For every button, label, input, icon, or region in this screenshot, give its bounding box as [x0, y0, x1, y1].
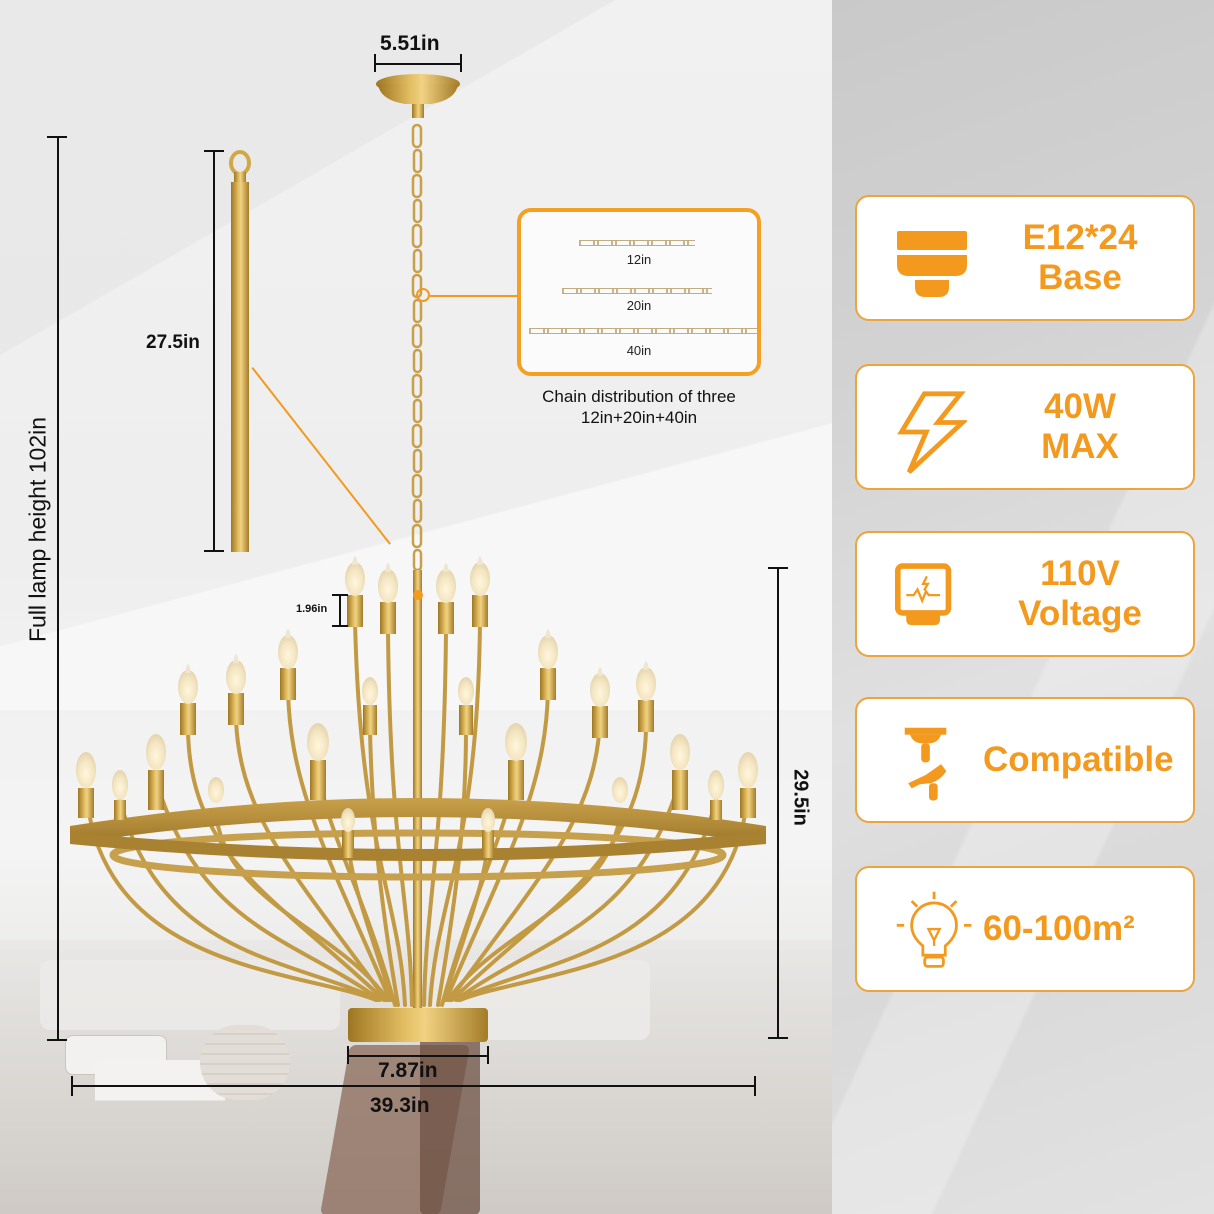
ottoman	[200, 1025, 290, 1100]
body-height-label: 29.5in	[789, 769, 812, 826]
full-height-label: Full lamp height 102in	[24, 416, 51, 643]
chandelier-illustration	[70, 74, 766, 1042]
feature-coverage-line1: 60-100m²	[983, 909, 1135, 948]
lightning-bolt-icon	[897, 391, 967, 474]
light-bulb-area-icon	[896, 891, 972, 968]
rod-length-tick-top	[204, 150, 224, 152]
feature-text-wattage: 40W MAX	[977, 366, 1183, 488]
feature-card-coverage: 60-100m²	[855, 866, 1195, 992]
chain-12in-image	[579, 240, 695, 246]
full-height-tick-top	[47, 136, 67, 138]
bottom-width-tick-left	[347, 1046, 349, 1064]
chain-info-box: 12in 20in 40in	[517, 208, 761, 376]
rod-length-tick-bottom	[204, 550, 224, 552]
feature-card-compatible: Compatible	[855, 697, 1195, 823]
canopy-width-tick-right	[460, 54, 462, 72]
total-width-tick-left	[71, 1076, 73, 1096]
chain-callout-circle	[416, 288, 430, 302]
feature-voltage-line1: 110V	[1040, 554, 1120, 593]
rod-callout-dot	[413, 590, 423, 600]
ceiling-mount-compatible-icon	[904, 727, 947, 801]
feature-base-line2: Base	[1038, 258, 1122, 297]
feature-text-base: E12*24 Base	[977, 197, 1183, 319]
feature-wattage-line2: MAX	[1041, 427, 1119, 466]
voltage-monitor-icon	[895, 563, 952, 626]
feature-voltage-line2: Voltage	[1018, 594, 1142, 633]
rod-length-label: 27.5in	[146, 332, 200, 353]
bulb-base-icon	[897, 231, 967, 297]
canopy-width-label: 5.51in	[380, 32, 440, 55]
chain-20in-label: 20in	[626, 298, 652, 313]
chain-caption-line1: Chain distribution of three	[542, 387, 736, 406]
socket-height-tick-bottom	[332, 625, 348, 627]
feature-text-compatible: Compatible	[983, 699, 1183, 821]
canopy-width-line	[375, 63, 461, 65]
chain-20in-image	[562, 288, 712, 294]
product-image-panel: 5.51in Full lamp height 102in 27.5in 1.9…	[0, 0, 832, 1214]
socket-height-line	[339, 595, 341, 627]
feature-wattage-line1: 40W	[1044, 387, 1116, 426]
full-height-line	[57, 136, 59, 1041]
feature-card-wattage: 40W MAX	[855, 364, 1195, 490]
total-width-tick-right	[754, 1076, 756, 1096]
chain-40in-label: 40in	[626, 343, 652, 358]
socket-height-label: 1.96in	[296, 603, 328, 615]
total-width-line	[72, 1085, 756, 1087]
body-height-tick-top	[768, 567, 788, 569]
feature-base-line1: E12*24	[1022, 218, 1138, 257]
rod-length-line	[213, 150, 215, 552]
chain-caption-line2: 12in+20in+40in	[580, 408, 698, 427]
feature-text-voltage: 110V Voltage	[977, 533, 1183, 655]
canopy-width-tick-left	[374, 54, 376, 72]
chain-callout-line	[430, 295, 518, 297]
living-room-background	[0, 940, 832, 1214]
total-width-label: 39.3in	[370, 1094, 430, 1117]
feature-card-base: E12*24 Base	[855, 195, 1195, 321]
feature-text-coverage: 60-100m²	[983, 868, 1183, 990]
full-height-tick-bottom	[47, 1039, 67, 1041]
feature-compatible-line1: Compatible	[983, 740, 1174, 779]
body-height-tick-bottom	[768, 1037, 788, 1039]
chain-40in-image	[529, 328, 757, 334]
bottom-width-tick-right	[487, 1046, 489, 1064]
bottom-width-line	[348, 1055, 488, 1057]
socket-height-tick-top	[332, 594, 348, 596]
bottom-width-label: 7.87in	[378, 1059, 438, 1082]
body-height-line	[777, 567, 779, 1039]
chain-12in-label: 12in	[626, 252, 652, 267]
feature-card-voltage: 110V Voltage	[855, 531, 1195, 657]
sofa	[40, 960, 340, 1030]
